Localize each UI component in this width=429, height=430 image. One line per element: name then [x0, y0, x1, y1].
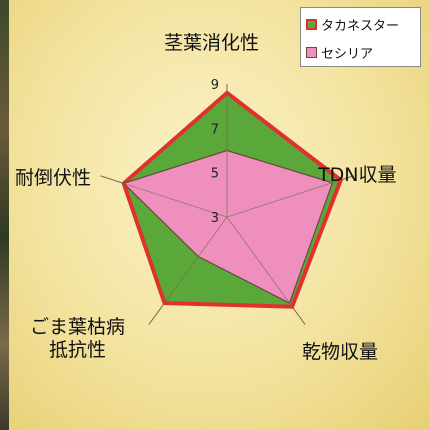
- photo-edge-strip: [0, 0, 9, 430]
- axis-label-tdn-yield: TDN収量: [318, 164, 397, 186]
- legend: タカネスター セシリア: [300, 7, 421, 67]
- axis-label-leaf-blight-resistance: ごま葉枯病 抵抗性: [30, 316, 126, 361]
- tick-label-5: 5: [211, 167, 219, 182]
- axis-spoke-overlay-4: [100, 175, 228, 218]
- axis-label-lodging-resistance: 耐倒伏性: [15, 167, 92, 189]
- axis-spoke-overlay-2: [226, 216, 306, 325]
- legend-item-cecilia: セシリア: [306, 42, 373, 62]
- legend-label-takanestar: タカネスター: [321, 18, 400, 34]
- axis-spoke-overlay-3: [148, 216, 228, 325]
- legend-swatch-takanestar: [306, 18, 317, 30]
- series-polygon-1: [122, 149, 334, 304]
- legend-item-takanestar: タカネスター: [306, 14, 399, 34]
- axis-label-stem-digestibility: 茎葉消化性: [164, 32, 260, 54]
- tick-label-9: 9: [211, 78, 219, 93]
- legend-label-cecilia: セシリア: [321, 46, 374, 62]
- axis-label-dry-matter-yield: 乾物収量: [302, 341, 379, 363]
- legend-swatch-cecilia: [306, 46, 317, 58]
- axis-spoke-overlay-1: [226, 175, 354, 218]
- tick-label-3: 3: [211, 211, 219, 226]
- tick-label-7: 7: [211, 122, 219, 137]
